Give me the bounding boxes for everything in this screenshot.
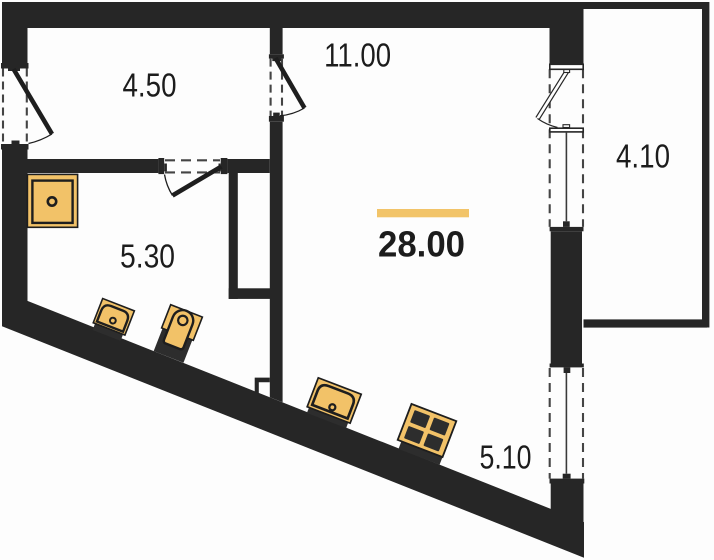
svg-text:4.10: 4.10 xyxy=(616,138,670,175)
svg-text:5.30: 5.30 xyxy=(120,238,175,275)
svg-text:5.10: 5.10 xyxy=(480,439,532,476)
svg-text:28.00: 28.00 xyxy=(378,224,465,265)
svg-text:4.50: 4.50 xyxy=(123,67,177,104)
svg-text:11.00: 11.00 xyxy=(324,37,391,74)
